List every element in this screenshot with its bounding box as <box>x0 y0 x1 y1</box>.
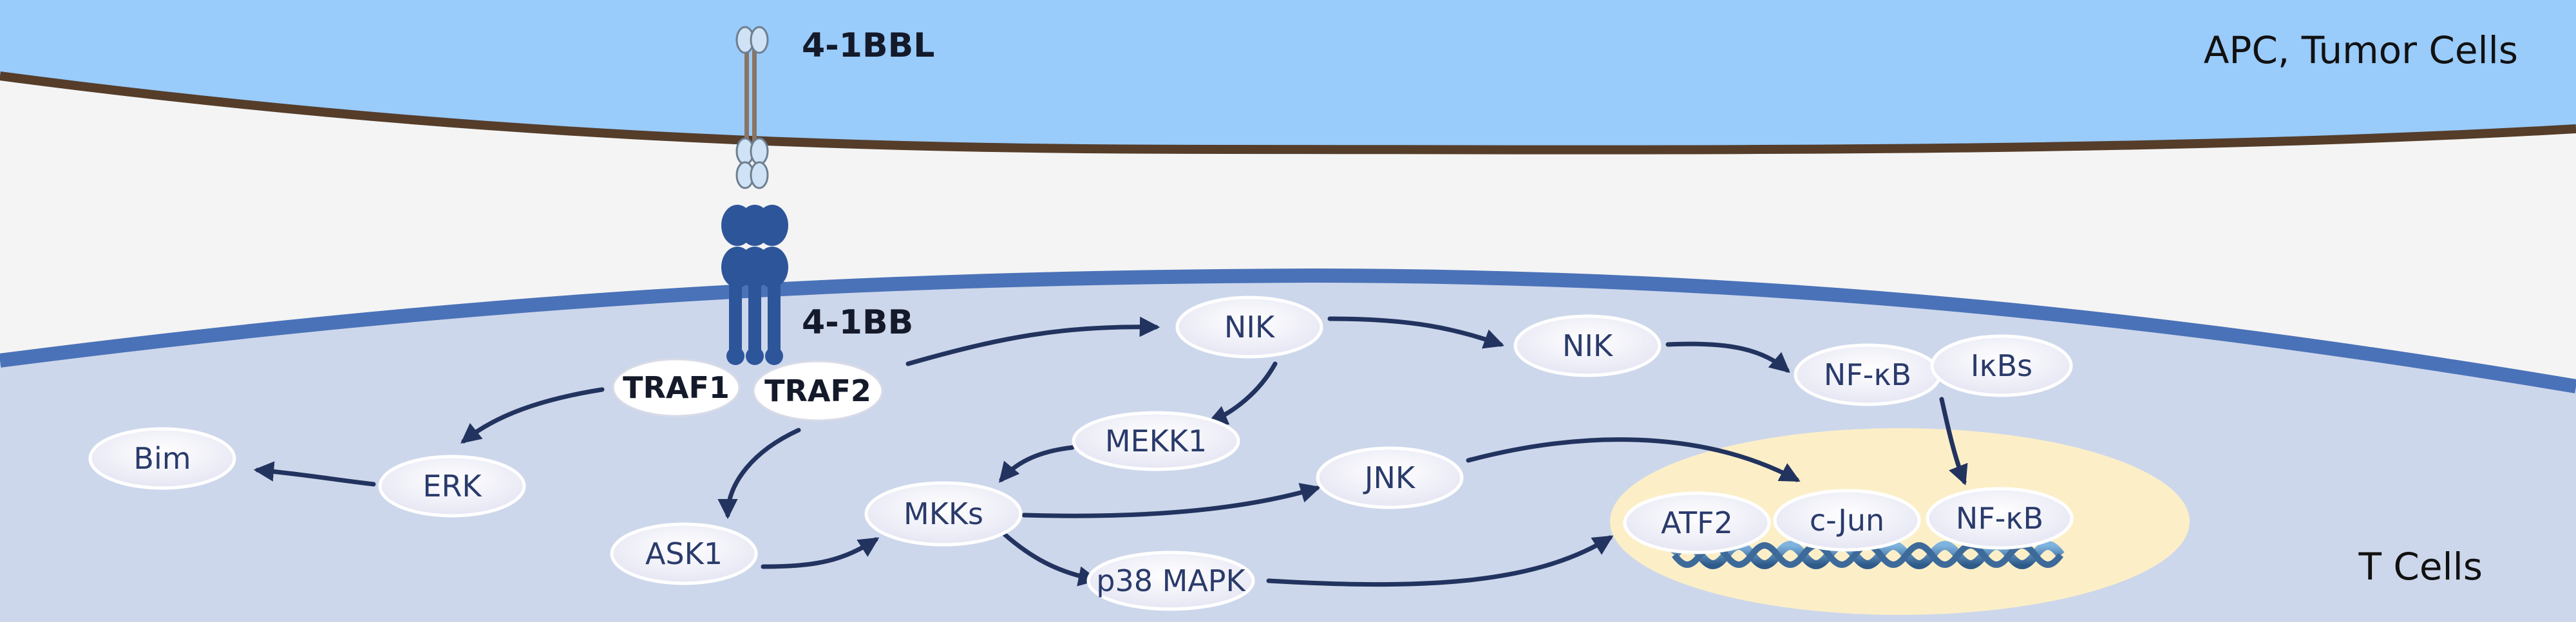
receptor-label: 4-1BB <box>802 303 913 342</box>
node-bim: Bim <box>88 427 236 490</box>
arrow-mkks-to-p38 <box>1002 532 1099 587</box>
arrow-erk-to-bim <box>253 461 376 487</box>
node-p38-mapk: p38 MAPK <box>1086 551 1255 611</box>
arrow-nik-to-nfkb <box>1665 341 1790 373</box>
svg-text:NIK: NIK <box>1224 310 1276 344</box>
svg-text:ATF2: ATF2 <box>1661 505 1733 540</box>
node-nfkb-cytoplasm: NF-κB <box>1794 343 1942 406</box>
svg-text:NF-κB: NF-κB <box>1956 501 2043 536</box>
arrow-traf1-to-erk <box>460 387 605 444</box>
svg-text:ERK: ERK <box>422 469 482 504</box>
node-mekk1: MEKK1 <box>1072 411 1240 471</box>
node-erk: ERK <box>378 455 526 518</box>
svg-text:JNK: JNK <box>1363 460 1416 495</box>
svg-text:p38 MAPK: p38 MAPK <box>1096 563 1246 598</box>
arrows <box>253 316 1968 587</box>
svg-text:ASK1: ASK1 <box>645 536 723 571</box>
node-ikbs: IκBs <box>1930 334 2073 397</box>
tcell-region-label: T Cells <box>2358 545 2483 589</box>
arrow-mekk1-to-mkks <box>998 445 1075 483</box>
arrow-traf2-to-ask1 <box>717 428 801 520</box>
svg-text:IκBs: IκBs <box>1971 348 2032 383</box>
node-mkks: MKKs <box>864 481 1023 547</box>
svg-text:TRAF1: TRAF1 <box>623 370 730 405</box>
ligand-4-1bbl <box>735 26 769 189</box>
svg-text:Bim: Bim <box>133 441 191 476</box>
node-nik-2: NIK <box>1513 314 1662 377</box>
arrow-nfkb-to-nucleus <box>1939 397 1968 485</box>
node-traf2: TRAF2 <box>752 360 884 422</box>
svg-text:NIK: NIK <box>1562 328 1614 363</box>
arrow-nik-to-mekk1 <box>1207 361 1278 425</box>
arrow-traf2-to-nik <box>905 316 1160 366</box>
svg-text:TRAF2: TRAF2 <box>764 373 871 408</box>
apc-membrane <box>0 71 2576 155</box>
svg-text:NF-κB: NF-κB <box>1824 357 1911 392</box>
node-nik-1: NIK <box>1175 296 1323 359</box>
node-nfkb-nucleus: NF-κB <box>1926 487 2074 550</box>
svg-text:MEKK1: MEKK1 <box>1105 424 1207 458</box>
svg-text:c-Jun: c-Jun <box>1810 503 1884 538</box>
ligand-label: 4-1BBL <box>802 26 934 65</box>
receptor-4-1bb <box>721 205 788 365</box>
apc-region <box>0 0 2576 150</box>
arrow-nik-to-nik <box>1327 316 1504 349</box>
apc-region-label: APC, Tumor Cells <box>2204 28 2518 72</box>
arrow-p38-to-atf2 <box>1266 535 1614 587</box>
node-jnk: JNK <box>1316 446 1464 509</box>
node-atf2: ATF2 <box>1623 491 1771 554</box>
svg-text:MKKs: MKKs <box>904 496 983 531</box>
arrow-jnk-to-cjun <box>1466 437 1801 482</box>
arrow-mkks-to-jnk <box>1021 483 1321 518</box>
node-ask1: ASK1 <box>610 522 758 585</box>
node-traf1: TRAF1 <box>612 358 741 417</box>
node-c-jun: c-Jun <box>1773 489 1921 552</box>
tcell-membrane <box>0 268 2576 393</box>
arrow-ask1-to-mkks <box>761 537 880 569</box>
